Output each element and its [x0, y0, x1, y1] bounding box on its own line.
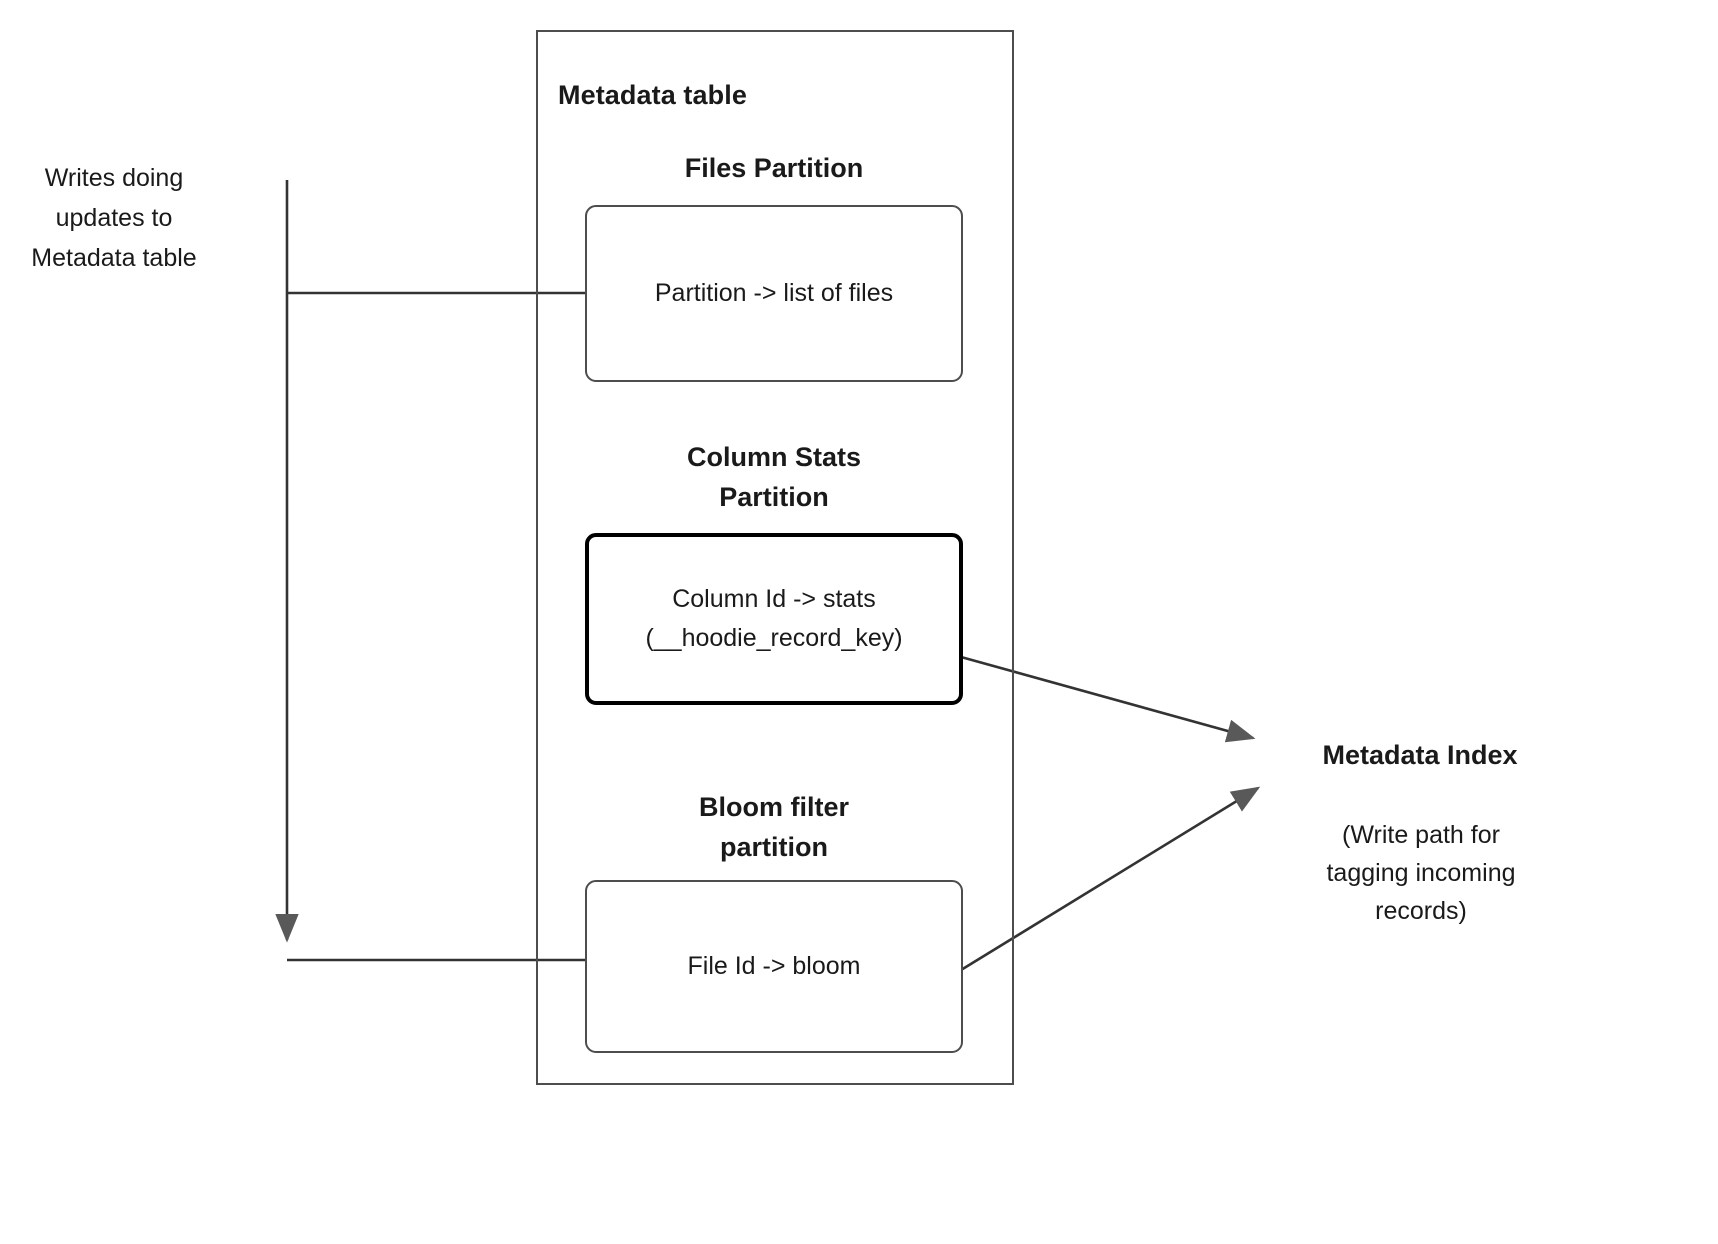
writes-flow-caption: Writes doing updates to Metadata table: [31, 164, 197, 272]
metadata-table-label: Metadata table: [558, 80, 747, 110]
column-stats-partition-box-text: Column Id -> stats (__hoodie_record_key): [645, 585, 903, 652]
metadata-table-container: [536, 30, 1014, 1085]
bloom-filter-partition-title: Bloom filter partition: [698, 792, 849, 862]
bloom-filter-partition-box[interactable]: File Id -> bloom: [585, 880, 963, 1053]
files-partition-box-text: Partition -> list of files: [654, 279, 894, 307]
metadata-index-caption: (Write path for tagging incoming records…: [1326, 821, 1516, 925]
files-partition-box[interactable]: Partition -> list of files: [585, 205, 963, 382]
bloom-filter-partition-box-text: File Id -> bloom: [687, 952, 861, 980]
metadata-index-title: Metadata Index: [1322, 740, 1518, 770]
column-stats-partition-title: Column Stats Partition: [686, 442, 861, 512]
column-stats-partition-box[interactable]: Column Id -> stats (__hoodie_record_key): [585, 533, 963, 705]
files-partition-title: Files Partition: [684, 153, 864, 183]
